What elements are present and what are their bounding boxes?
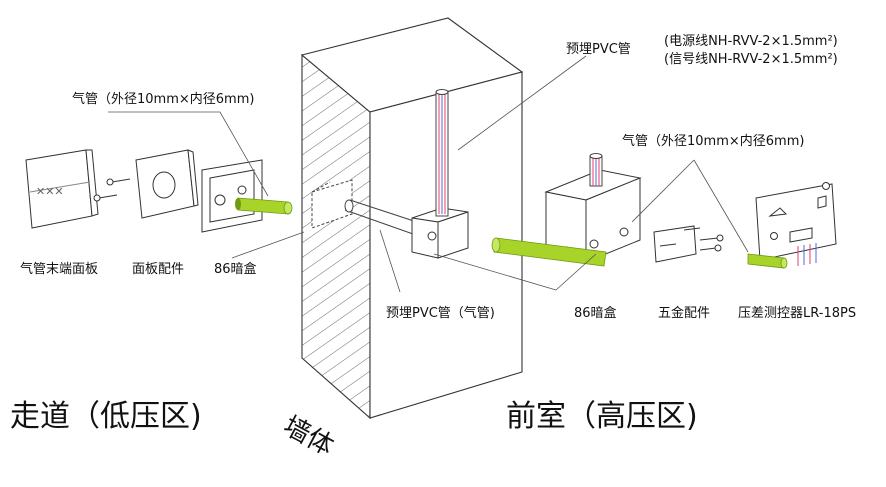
screws-right bbox=[699, 234, 724, 252]
label-end-panel: 气管末端面板 bbox=[20, 262, 99, 277]
label-box-86-right: 86暗盒 bbox=[574, 306, 617, 321]
label-hardware-fitting: 五金配件 bbox=[658, 306, 711, 321]
leader-lines bbox=[108, 55, 749, 293]
label-sensor: 压差测控器LR-18PS bbox=[738, 306, 857, 321]
zone-corridor: 走道（低压区) bbox=[10, 399, 202, 434]
box-86-left bbox=[201, 159, 263, 233]
box-86-right bbox=[544, 169, 642, 263]
air-pipe-sensor bbox=[747, 253, 788, 269]
label-embedded-pvc-air: 预埋PVC管（气管) bbox=[386, 306, 495, 321]
panel-mark: ✕✕✕ bbox=[36, 185, 64, 198]
label-embedded-pvc-top: 预埋PVC管 bbox=[566, 42, 631, 57]
air-pipe-right bbox=[491, 237, 607, 267]
pressure-sensor bbox=[755, 182, 837, 266]
label-air-pipe-right: 气管（外径10mm×内径6mm) bbox=[622, 134, 805, 149]
screws-left bbox=[93, 178, 131, 202]
air-pipe-left bbox=[235, 197, 293, 215]
wall-hatched-face bbox=[301, 53, 371, 420]
label-air-pipe-left: 气管（外径10mm×内径6mm) bbox=[72, 92, 255, 107]
label-panel-fitting: 面板配件 bbox=[132, 262, 185, 277]
label-box-86-left: 86暗盒 bbox=[214, 262, 257, 277]
hardware-fitting bbox=[653, 225, 701, 263]
panel-fitting bbox=[135, 149, 199, 219]
label-power-line: (电源线NH-RVV-2×1.5mm²) bbox=[664, 34, 838, 49]
embedded-pvc-air-pipe bbox=[311, 179, 436, 241]
vertical-pvc-pipe bbox=[435, 89, 449, 217]
label-signal-line: (信号线NH-RVV-2×1.5mm²) bbox=[664, 52, 838, 67]
right-pipe-stub bbox=[589, 153, 603, 187]
zone-front-room: 前室（高压区) bbox=[506, 399, 698, 434]
